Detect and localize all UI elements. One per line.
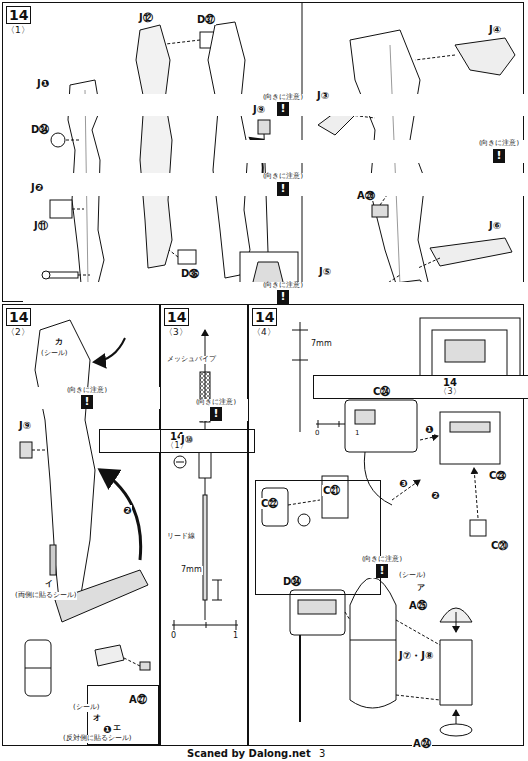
sub-step: 〈2〉 bbox=[6, 328, 30, 338]
caution-note: (向きに注意) bbox=[263, 282, 303, 289]
sticker-note: (両側に貼るシール) bbox=[14, 592, 77, 600]
step-panel: 14〈1〉(向きに注意)!(向きに注意)!(向きに注意)!(向きに注意)! bbox=[2, 2, 524, 302]
part-number: J⑥ bbox=[488, 220, 502, 231]
part-name: リード線 bbox=[166, 533, 196, 541]
caution-mark: (向きに注意)! bbox=[23, 282, 528, 304]
caution-mark: (向きに注意)! bbox=[23, 173, 528, 195]
part-number: J⑩ bbox=[180, 434, 194, 445]
caution-mark: (向きに注意)! bbox=[173, 399, 259, 421]
caution-mark: (向きに注意)! bbox=[23, 94, 528, 116]
part-number: C㉔ bbox=[372, 386, 391, 397]
scale-mark: 1 bbox=[354, 430, 360, 438]
part-label: C㉒ bbox=[260, 498, 279, 509]
caution-icon: ! bbox=[210, 407, 222, 421]
sticker-note: オ bbox=[92, 714, 102, 723]
step-reference: 14〈1〉 bbox=[99, 429, 255, 453]
part-number: A㉔ bbox=[412, 738, 432, 749]
caution-note: (向きに注意) bbox=[479, 140, 519, 147]
callout-number: ❷ bbox=[122, 505, 132, 516]
caution-note: (向きに注意) bbox=[263, 173, 303, 180]
part-number: J③ bbox=[316, 90, 330, 101]
sub-step: 〈1〉 bbox=[103, 442, 251, 451]
scale-mark: 1 bbox=[232, 632, 239, 641]
part-label: C㉑ bbox=[322, 485, 341, 496]
caution-note: (向きに注意) bbox=[263, 94, 303, 101]
part-number: C⑳ bbox=[490, 540, 509, 551]
sticker-note: (シール) bbox=[40, 350, 68, 358]
step-number: 14 bbox=[164, 308, 189, 326]
sticker-note: ア bbox=[416, 584, 426, 593]
part-number: D㊲ bbox=[196, 14, 216, 25]
caution-mark: (向きに注意)! bbox=[9, 387, 165, 409]
step-panel: 14 〈3〉 (向きに注意)! bbox=[160, 304, 248, 746]
part-number: J⑨ bbox=[18, 420, 32, 431]
step-number: 14 bbox=[6, 6, 31, 24]
part-number: J⑨ bbox=[252, 104, 266, 115]
part-number: J❷ bbox=[30, 182, 44, 193]
part-number: A㉕ bbox=[408, 600, 428, 611]
part-label: D㉞ bbox=[282, 576, 302, 587]
caution-note: (向きに注意) bbox=[362, 556, 402, 563]
caution-note: (向きに注意) bbox=[196, 399, 236, 406]
dimension: 7mm bbox=[180, 566, 203, 575]
callout-number: ❸ bbox=[398, 478, 408, 489]
part-number: C㉓ bbox=[488, 470, 507, 481]
caution-icon: ! bbox=[277, 102, 289, 116]
scale-mark: 0 bbox=[314, 430, 320, 438]
part-number: D㉞ bbox=[30, 124, 50, 135]
caution-icon: ! bbox=[81, 395, 93, 409]
step-panel: 14〈4〉14〈3〉C㉑C㉒D㉞(向きに注意)! bbox=[248, 304, 524, 746]
sticker-note: エ bbox=[112, 724, 122, 733]
part-number: J⑤ bbox=[318, 266, 332, 277]
caution-note: (向きに注意) bbox=[67, 387, 107, 394]
sticker-note: (反対側に貼るシール) bbox=[62, 735, 132, 743]
step-number: 14 bbox=[6, 308, 31, 326]
detail-inset: C㉑C㉒D㉞(向きに注意)! bbox=[255, 480, 381, 595]
dimension: 7mm bbox=[310, 340, 333, 349]
part-number: A㉖ bbox=[356, 190, 376, 201]
sticker-note: (シール) bbox=[72, 704, 100, 712]
part-number: J❶ bbox=[36, 78, 50, 89]
callout-number: ❷ bbox=[430, 490, 440, 501]
caution-icon: ! bbox=[277, 290, 289, 304]
step-reference: 14〈3〉 bbox=[313, 375, 528, 399]
part-label: ❶ bbox=[102, 724, 112, 735]
part-number: J⑫ bbox=[138, 12, 154, 23]
watermark: Scaned by Dalong.net bbox=[186, 748, 312, 759]
part-label: A㉗ bbox=[128, 694, 148, 705]
sub-step: 〈4〉 bbox=[252, 328, 276, 338]
step-number: 14 bbox=[103, 431, 251, 442]
part-number: J⑪ bbox=[33, 220, 49, 231]
caution-icon: ! bbox=[493, 149, 505, 163]
caution-mark: (向きに注意)! bbox=[239, 140, 528, 162]
callout-number: ❶ bbox=[424, 424, 434, 435]
part-name: メッシュパイプ bbox=[166, 356, 217, 364]
scale-mark: 0 bbox=[170, 632, 177, 641]
sticker-note: (シール) bbox=[398, 572, 426, 580]
step-number: 14 bbox=[252, 308, 277, 326]
part-number: D㊱ bbox=[180, 268, 200, 279]
sticker-note: カ bbox=[54, 338, 64, 347]
sub-step: 〈3〉 bbox=[164, 328, 188, 338]
part-number: J⑦・J⑧ bbox=[398, 650, 434, 661]
part-number: J④ bbox=[488, 24, 502, 35]
sticker-note: イ bbox=[44, 580, 54, 589]
sub-step: 〈3〉 bbox=[317, 388, 528, 397]
step-panel: 14〈2〉(向きに注意)!14〈1〉A㉗❶ bbox=[2, 304, 160, 746]
page-number: 3 bbox=[318, 748, 326, 759]
step-number: 14 bbox=[317, 377, 528, 388]
caution-icon: ! bbox=[277, 182, 289, 196]
caution-icon: ! bbox=[376, 564, 388, 578]
sub-step: 〈1〉 bbox=[6, 26, 30, 36]
